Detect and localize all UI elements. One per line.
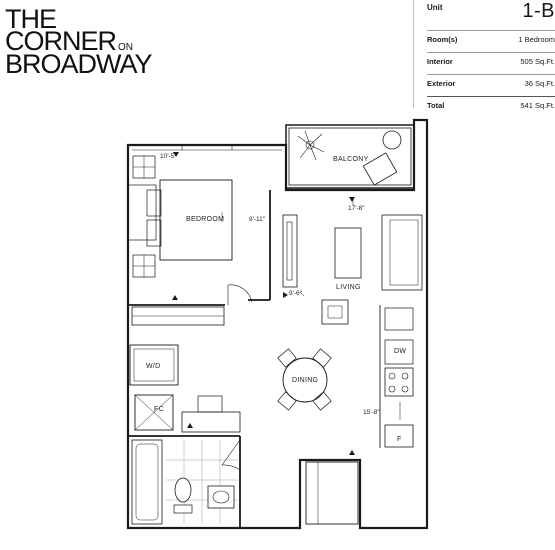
unit-spec-table: Unit 1-B Room(s) 1 Bedroom Interior 505 … <box>427 0 555 118</box>
unit-row: Unit 1-B <box>427 0 555 30</box>
spec-key: Exterior <box>427 79 456 88</box>
dimension-bedroom-depth: 9'-11" <box>249 216 266 223</box>
dimension-kitchen-length: 15'-8" <box>363 409 380 416</box>
dimension-bedroom-width: 10'-5" <box>160 153 177 160</box>
label-washer-dryer: W/D <box>146 363 161 370</box>
spec-value: 36 Sq.Ft. <box>524 79 555 88</box>
unit-label: Unit <box>427 3 443 12</box>
plant-icon <box>297 130 325 161</box>
label-dishwasher: DW <box>394 348 407 355</box>
spec-row-rooms: Room(s) 1 Bedroom <box>427 30 555 52</box>
unit-value: 1-B <box>522 0 555 22</box>
exterior-walls <box>126 118 429 530</box>
spec-key: Interior <box>427 57 453 66</box>
brand-line-2: CORNER <box>5 26 117 57</box>
bed <box>146 179 233 261</box>
room-label-balcony: BALCONY <box>333 156 369 163</box>
room-label-living: LIVING <box>336 284 361 291</box>
brand-line-3: BROADWAY <box>5 49 153 80</box>
brand-line-2-suffix: ON <box>118 42 134 54</box>
brand-line-1: THE <box>5 4 57 34</box>
room-label-dining: DINING <box>292 377 319 384</box>
spec-key: Total <box>427 101 445 110</box>
dimension-living-depth: 17'-8" <box>348 205 365 212</box>
dimension-living-width: 9'-6" <box>289 290 302 297</box>
spec-value: 505 Sq.Ft. <box>520 57 555 66</box>
header-divider <box>413 0 414 108</box>
label-fridge: F <box>397 436 402 443</box>
label-fridge-freezer: FC <box>154 406 164 413</box>
spec-row-total: Total 541 Sq.Ft. <box>427 96 555 118</box>
spec-row-exterior: Exterior 36 Sq.Ft. <box>427 74 555 96</box>
spec-value: 1 Bedroom <box>518 35 555 44</box>
room-label-bedroom: BEDROOM <box>186 216 225 223</box>
spec-value: 541 Sq.Ft. <box>520 101 555 110</box>
spec-key: Room(s) <box>427 35 458 44</box>
spec-row-interior: Interior 505 Sq.Ft. <box>427 52 555 74</box>
